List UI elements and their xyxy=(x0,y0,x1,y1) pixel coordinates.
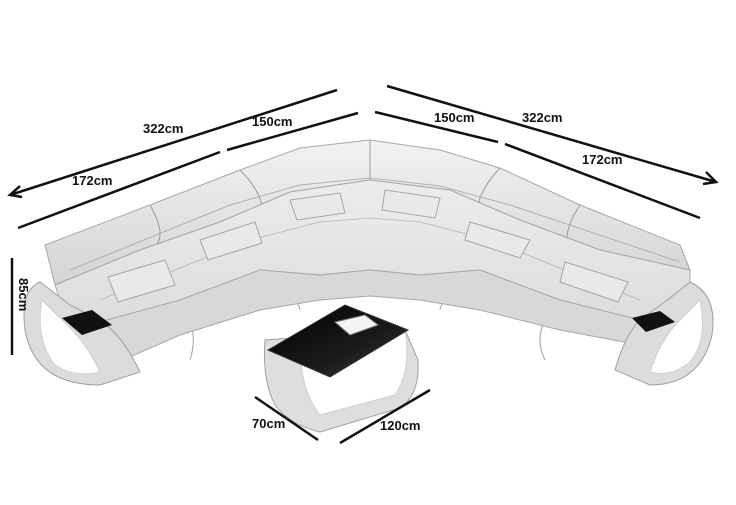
coffee-table xyxy=(263,304,419,433)
magazines xyxy=(333,314,380,336)
right-total-dimension-line xyxy=(386,84,717,184)
left-arrowhead-icon xyxy=(7,185,23,199)
led-light xyxy=(649,298,703,375)
table-width-dimension-line xyxy=(339,388,431,445)
right-total-label: 322cm xyxy=(522,110,563,125)
left-corner-dimension-line xyxy=(226,111,359,152)
dimension-lines xyxy=(7,84,719,445)
left-side-glass-tray xyxy=(62,310,112,335)
right-corner-dimension-line xyxy=(374,110,499,144)
left-corner-section-label: 150cm xyxy=(252,114,293,129)
right-side-glass-tray xyxy=(632,311,675,332)
height-label: 85cm xyxy=(16,278,31,312)
right-straight-section-label: 172cm xyxy=(582,152,623,167)
table-depth-label: 70cm xyxy=(252,416,286,431)
left-straight-dimension-line xyxy=(17,150,221,230)
left-armrest xyxy=(23,281,141,386)
left-total-label: 322cm xyxy=(143,121,184,136)
left-total-dimension-line xyxy=(9,88,338,197)
right-corner-section-label: 150cm xyxy=(434,110,475,125)
led-light xyxy=(39,298,101,375)
right-straight-dimension-line xyxy=(504,142,701,220)
pillows xyxy=(107,189,629,303)
table-width-label: 120cm xyxy=(380,418,421,433)
right-arrowhead-icon xyxy=(702,171,719,186)
right-armrest xyxy=(614,281,714,386)
table-depth-dimension-line xyxy=(254,395,319,442)
left-straight-section-label: 172cm xyxy=(72,173,113,188)
